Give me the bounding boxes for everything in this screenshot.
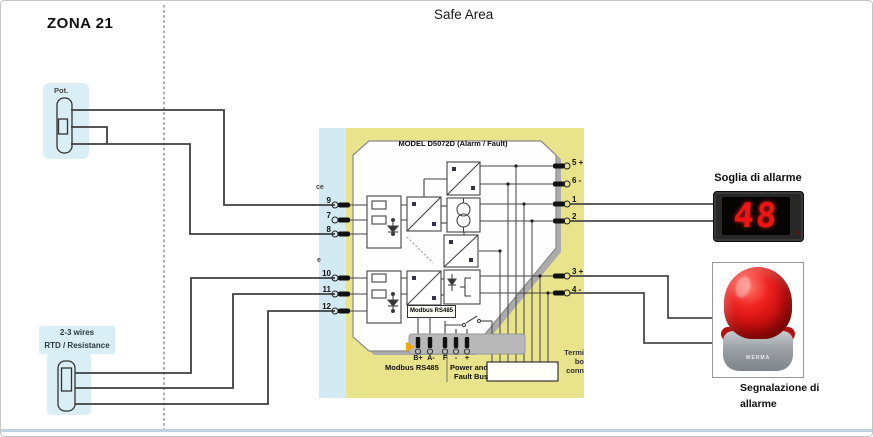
clipped-line1: Termi — [564, 348, 584, 357]
termination-strip — [486, 361, 559, 382]
pin-label-minus: - — [454, 355, 458, 362]
terminal-label-4minus: 4 - — [572, 285, 582, 294]
beacon-brand-label: WERMA — [745, 355, 771, 361]
bottom-connector — [406, 333, 526, 382]
module-components — [366, 161, 481, 324]
connector-arrow-marker — [406, 342, 414, 352]
alarm-signal-caption-line2: allarme — [740, 398, 777, 410]
terminal-label-7: 7 — [326, 211, 331, 220]
bottom-rule — [1, 429, 872, 432]
terminal-label-10: 10 — [322, 269, 331, 278]
clipped-line2: bo — [574, 357, 584, 366]
beacon-highlight — [732, 274, 754, 300]
alarm-threshold-display: 48 — [713, 191, 804, 242]
module-interface-strip — [319, 128, 346, 398]
pin-label-plus: + — [464, 355, 470, 362]
clipped-line3: conn — [566, 366, 584, 375]
rtd-sensor-label: 2-3 wires RTD / Resistance — [39, 326, 115, 354]
modbus-caption: Modbus RS485 — [385, 363, 439, 372]
pin-label-b-plus: B+ — [413, 355, 423, 362]
terminal-label-5plus: 5 + — [572, 158, 584, 167]
terminal-label-2: 2 — [572, 212, 577, 221]
terminal-label-11: 11 — [322, 285, 331, 294]
pin-label-a-minus: A- — [427, 355, 435, 362]
terminal-label-6minus: 6 - — [572, 176, 582, 185]
alarm-beacon: WERMA — [712, 262, 804, 378]
safe-area-label: Safe Area — [434, 7, 494, 22]
modbus-rs485-tag: Modbus RS485 — [407, 305, 456, 318]
potentiometer-symbol — [56, 97, 73, 154]
alarm-signal-caption-line1: Segnalazione di — [740, 382, 820, 394]
zone-label: ZONA 21 — [47, 15, 114, 32]
rtd-label-line1: 2-3 wires — [59, 328, 95, 337]
module-terminals-right — [553, 162, 571, 297]
power-fault-caption-line2: Fault Bus — [454, 372, 489, 381]
display-decimal-dot — [795, 231, 799, 235]
pin-label-f: F — [442, 355, 448, 362]
display-value: 48 — [732, 197, 780, 235]
module-title: MODEL D5072D (Alarm / Fault) — [398, 139, 508, 148]
output-wires — [570, 203, 714, 344]
terminal-label-3plus: 3 + — [572, 267, 584, 276]
terminal-label-1: 1 — [572, 195, 577, 204]
termination-board-clipped-text: Termi bo conn — [547, 348, 584, 375]
power-fault-caption-line1: Power and — [450, 363, 488, 372]
terminal-label-9: 9 — [326, 196, 331, 205]
fault-bus-switch — [445, 315, 492, 328]
beacon-red-dome — [724, 267, 792, 339]
strip-text-fragment-top: ce — [316, 184, 324, 191]
terminal-label-8: 8 — [326, 225, 331, 234]
display-panel: 48 — [722, 197, 790, 235]
field-wires — [71, 109, 335, 405]
alarm-threshold-title: Soglia di allarme — [714, 172, 802, 184]
module-terminals-left — [331, 201, 350, 315]
terminal-label-12: 12 — [322, 302, 331, 311]
strip-text-fragment-bottom: e — [317, 257, 321, 264]
rtd-label-line2: RTD / Resistance — [44, 341, 110, 350]
pot-sensor-label: Pot. — [54, 86, 69, 95]
rtd-symbol — [57, 360, 76, 412]
alarm-signal-caption: Segnalazione di allarme — [740, 380, 819, 412]
